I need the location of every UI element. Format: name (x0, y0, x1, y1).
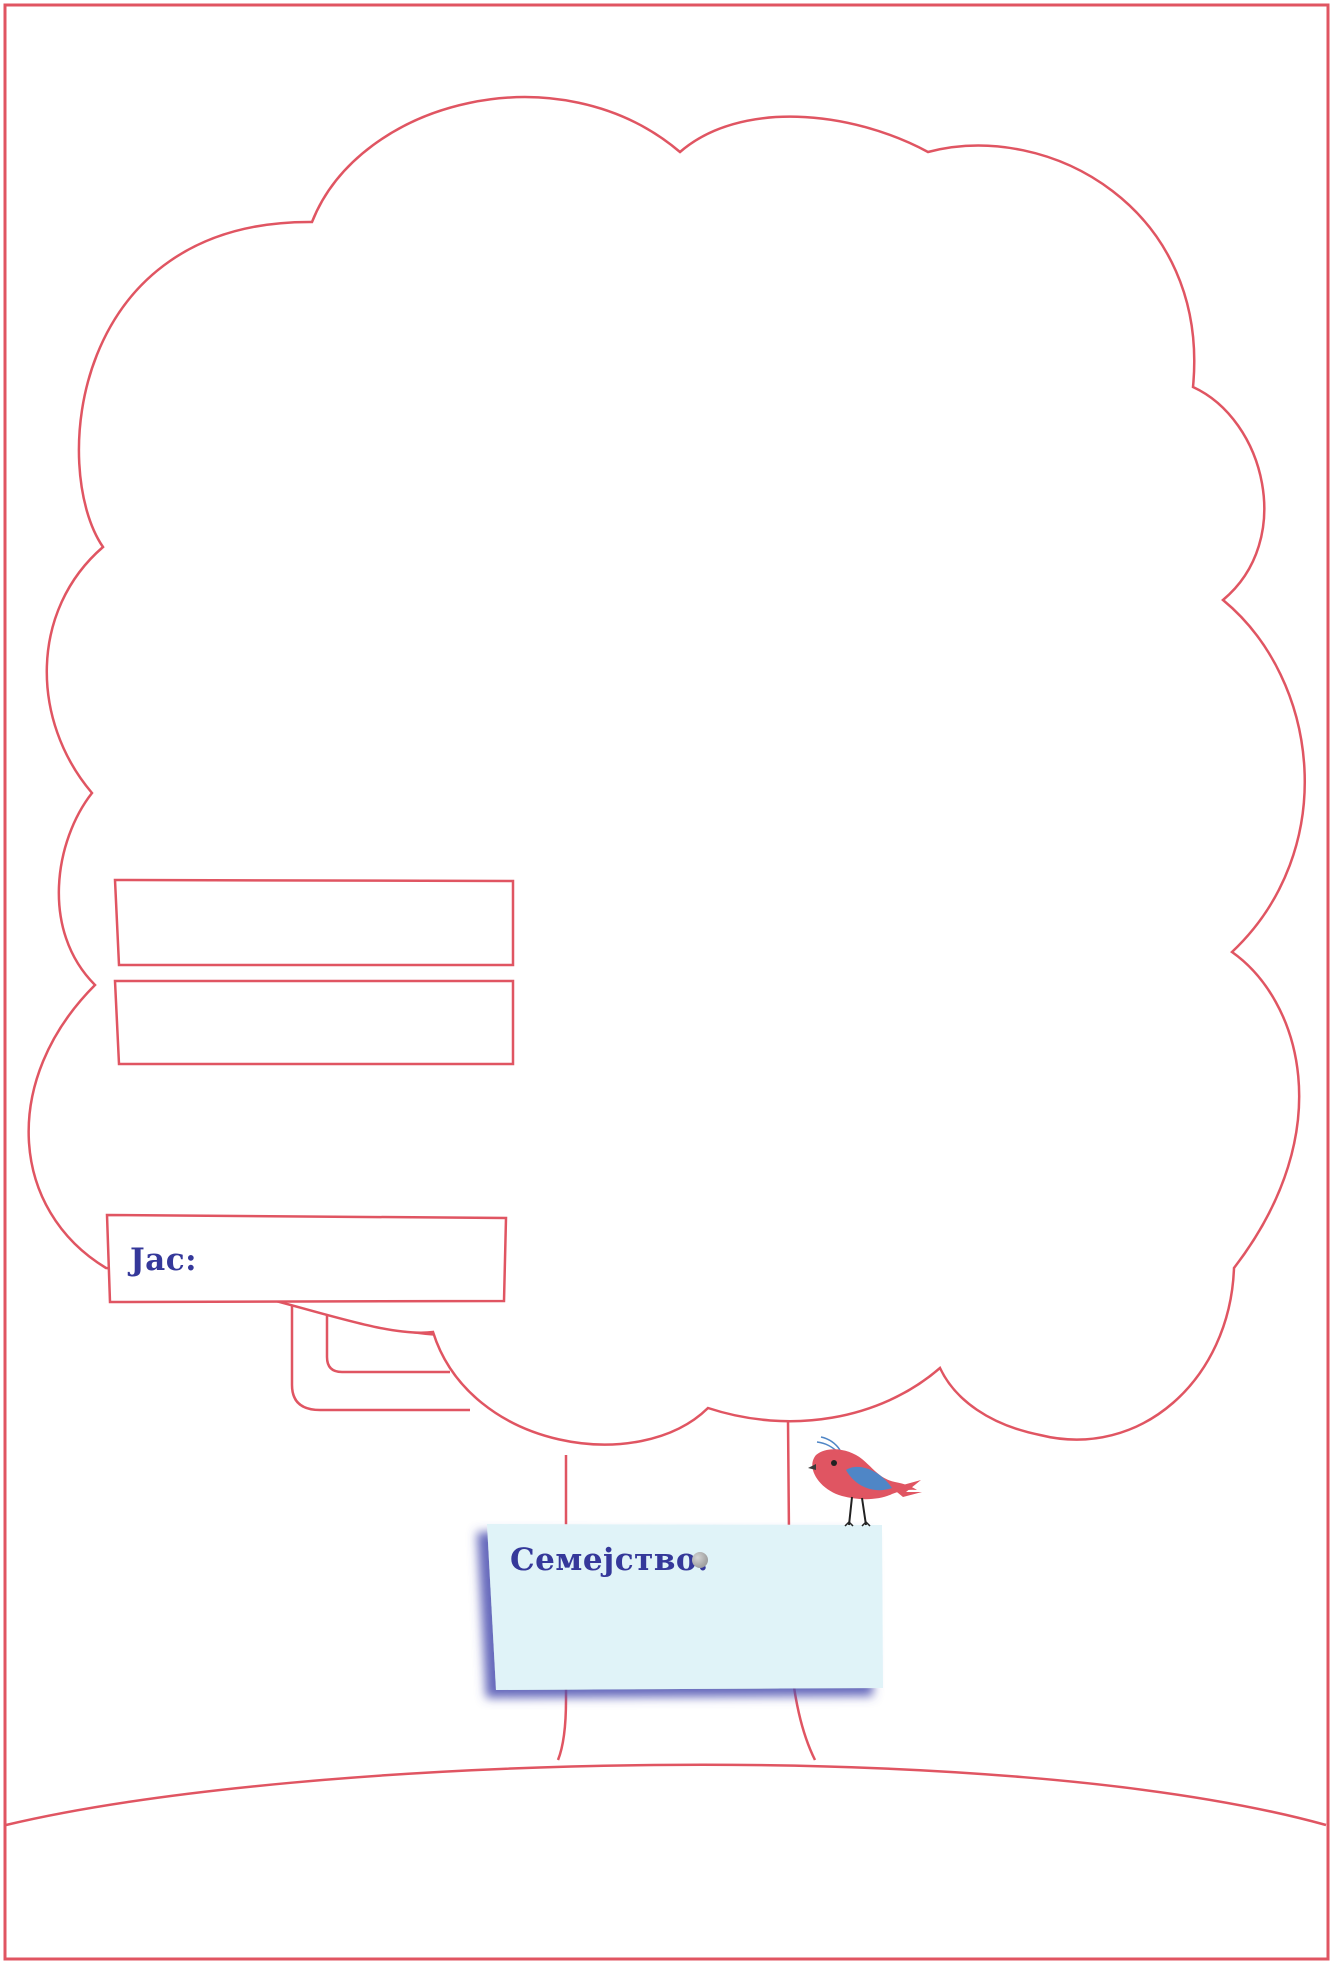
family-note[interactable] (487, 1524, 883, 1690)
signboard-top[interactable] (113, 878, 515, 967)
page-border (3, 3, 1330, 1961)
pin-icon (692, 1552, 708, 1568)
me-label: Јас: (130, 1242, 198, 1278)
tree-crown (27, 96, 1306, 1446)
bird-icon (808, 1436, 922, 1527)
ground-line (5, 1763, 1327, 1827)
family-label: Семејство: (510, 1542, 710, 1578)
signboards (105, 878, 515, 1304)
signboard-me[interactable] (105, 1213, 508, 1304)
signboard-middle[interactable] (113, 979, 515, 1066)
